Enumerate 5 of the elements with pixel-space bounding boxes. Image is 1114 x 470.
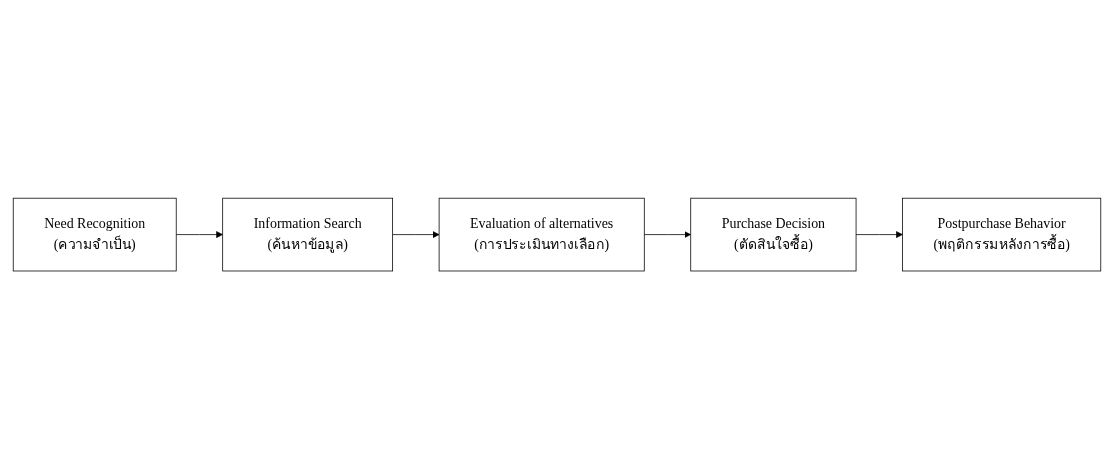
node-box: Need Recognition (ความจำเป็น) [12,198,177,272]
node-box: Purchase Decision (ตัดสินใจซื้อ) [690,198,857,272]
node-box: Information Search (ค้นหาข้อมูล) [222,198,393,272]
node-box: Evaluation of alternatives (การประเมินทางเลือก) [438,198,645,272]
node-box: Postpurchase Behavior (พฤติกรรมหลังการซื้อ) [902,198,1102,272]
